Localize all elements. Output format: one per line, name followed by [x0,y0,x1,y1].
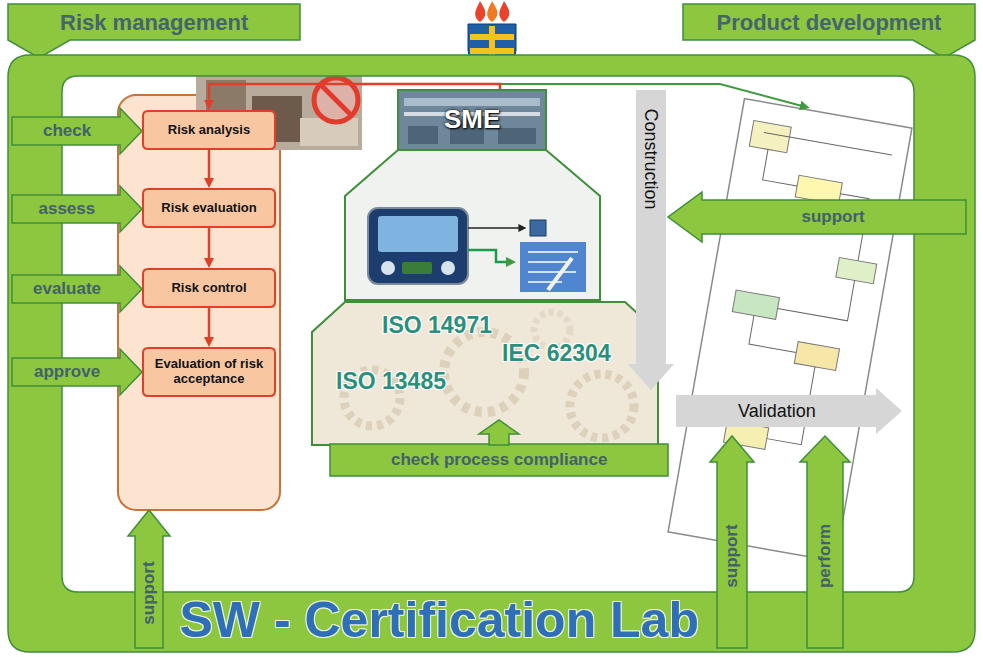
banner-arrow-text: Product development [717,10,942,35]
action-arrow-text: support [802,207,865,227]
phase-arrow-text: Construction [641,108,662,209]
banner-shape [683,4,975,58]
logo-flame [487,1,497,22]
device-knob [441,261,455,275]
standards-base-text: ISO 14971 [382,312,492,338]
standards-shape [312,302,658,445]
arrow-shape [800,436,850,648]
lab-frame: SW - Certification Lab check Risk analysis… [8,55,975,652]
device-link [468,227,520,229]
box-shape [143,348,275,396]
standards-base-text: ISO 13485 [336,368,446,394]
device-link [468,250,508,262]
arrow-shape [12,108,142,154]
banner-shape [8,4,300,58]
box-shape [143,269,275,307]
action-arrow-text: support [722,524,742,587]
phase-arrow: Validation [676,388,902,434]
software-photo [520,242,586,292]
image-frame [668,99,912,562]
action-arrow-text: check [43,121,91,141]
compliance-arrow-text: check process compliance [391,450,607,470]
device-body [368,208,468,284]
gear-icon [570,374,634,438]
model-box [836,257,877,283]
action-arrow-text: evaluate [33,279,101,299]
model-box [732,290,779,319]
pyramid-section [345,150,600,300]
action-arrow: perform [800,436,850,648]
box-shape [143,189,275,227]
process-box: Risk evaluation [142,188,276,228]
logo-flame [475,1,485,22]
device-button [402,262,432,274]
standards-base-text: IEC 62304 [502,340,611,366]
action-arrow: evaluate [12,266,142,312]
action-arrow: support [710,436,754,648]
logo-flame [499,1,509,22]
banner-arrow-text: Risk management [60,10,248,35]
device-knob [381,261,395,275]
action-arrow-text: perform [815,524,835,588]
action-arrow: approve [12,349,142,395]
action-arrow: assess [12,186,142,232]
pyramid-top-text: SME [444,105,500,135]
arrow-shape [668,192,966,242]
box-shape [143,111,275,149]
action-arrow-text: support [139,561,159,624]
compliance-arrow: check process compliance [330,420,668,476]
process-box-text: Risk analysis [148,123,270,138]
pyramid-middle [345,150,600,300]
software-photo [528,252,578,282]
pyramid-top: SME [398,90,546,150]
box-shape [330,444,668,476]
risk-panel [118,95,280,510]
process-box-text: Risk evaluation [148,201,270,216]
process-box-text: Risk control [148,281,270,296]
action-arrow: support [128,510,170,648]
pen-icon [548,258,572,290]
arrow-shape [128,510,170,648]
banner-arrow: Product development [683,4,975,58]
arrow-shape [12,349,142,395]
phase-arrow-text: Validation [738,401,816,422]
process-box-text: Evaluation of risk acceptance [148,357,270,387]
process-box: Evaluation of risk acceptance [142,347,276,397]
arrow-shape [479,420,519,445]
flow-arrow [208,150,211,180]
prohibition-sign [321,85,351,115]
process-box: Risk control [142,268,276,308]
flow-arrow [208,228,211,260]
frame-shape [8,55,975,652]
device-screen [378,216,458,252]
banner-arrow: Risk management [8,4,300,58]
action-arrow: support [668,192,966,242]
photo-shape [398,90,546,150]
arrow-shape [628,90,674,390]
action-arrow: check [12,108,142,154]
arrow-shape [710,436,754,648]
phase-arrow: Construction [628,90,674,390]
chip-icon [530,220,546,236]
process-model-image [668,99,912,562]
model-box [794,342,839,371]
arrow-shape [12,266,142,312]
action-arrow-text: assess [39,199,96,219]
action-arrow-text: approve [34,362,100,382]
arrow-shape [12,186,142,232]
lab-frame-text: SW - Certification Lab [180,592,699,650]
flow-arrow [208,308,211,339]
process-box: Risk analysis [142,110,276,150]
standards-base: ISO 14971IEC 62304ISO 13485 [312,302,658,445]
arrow-shape [676,388,902,434]
